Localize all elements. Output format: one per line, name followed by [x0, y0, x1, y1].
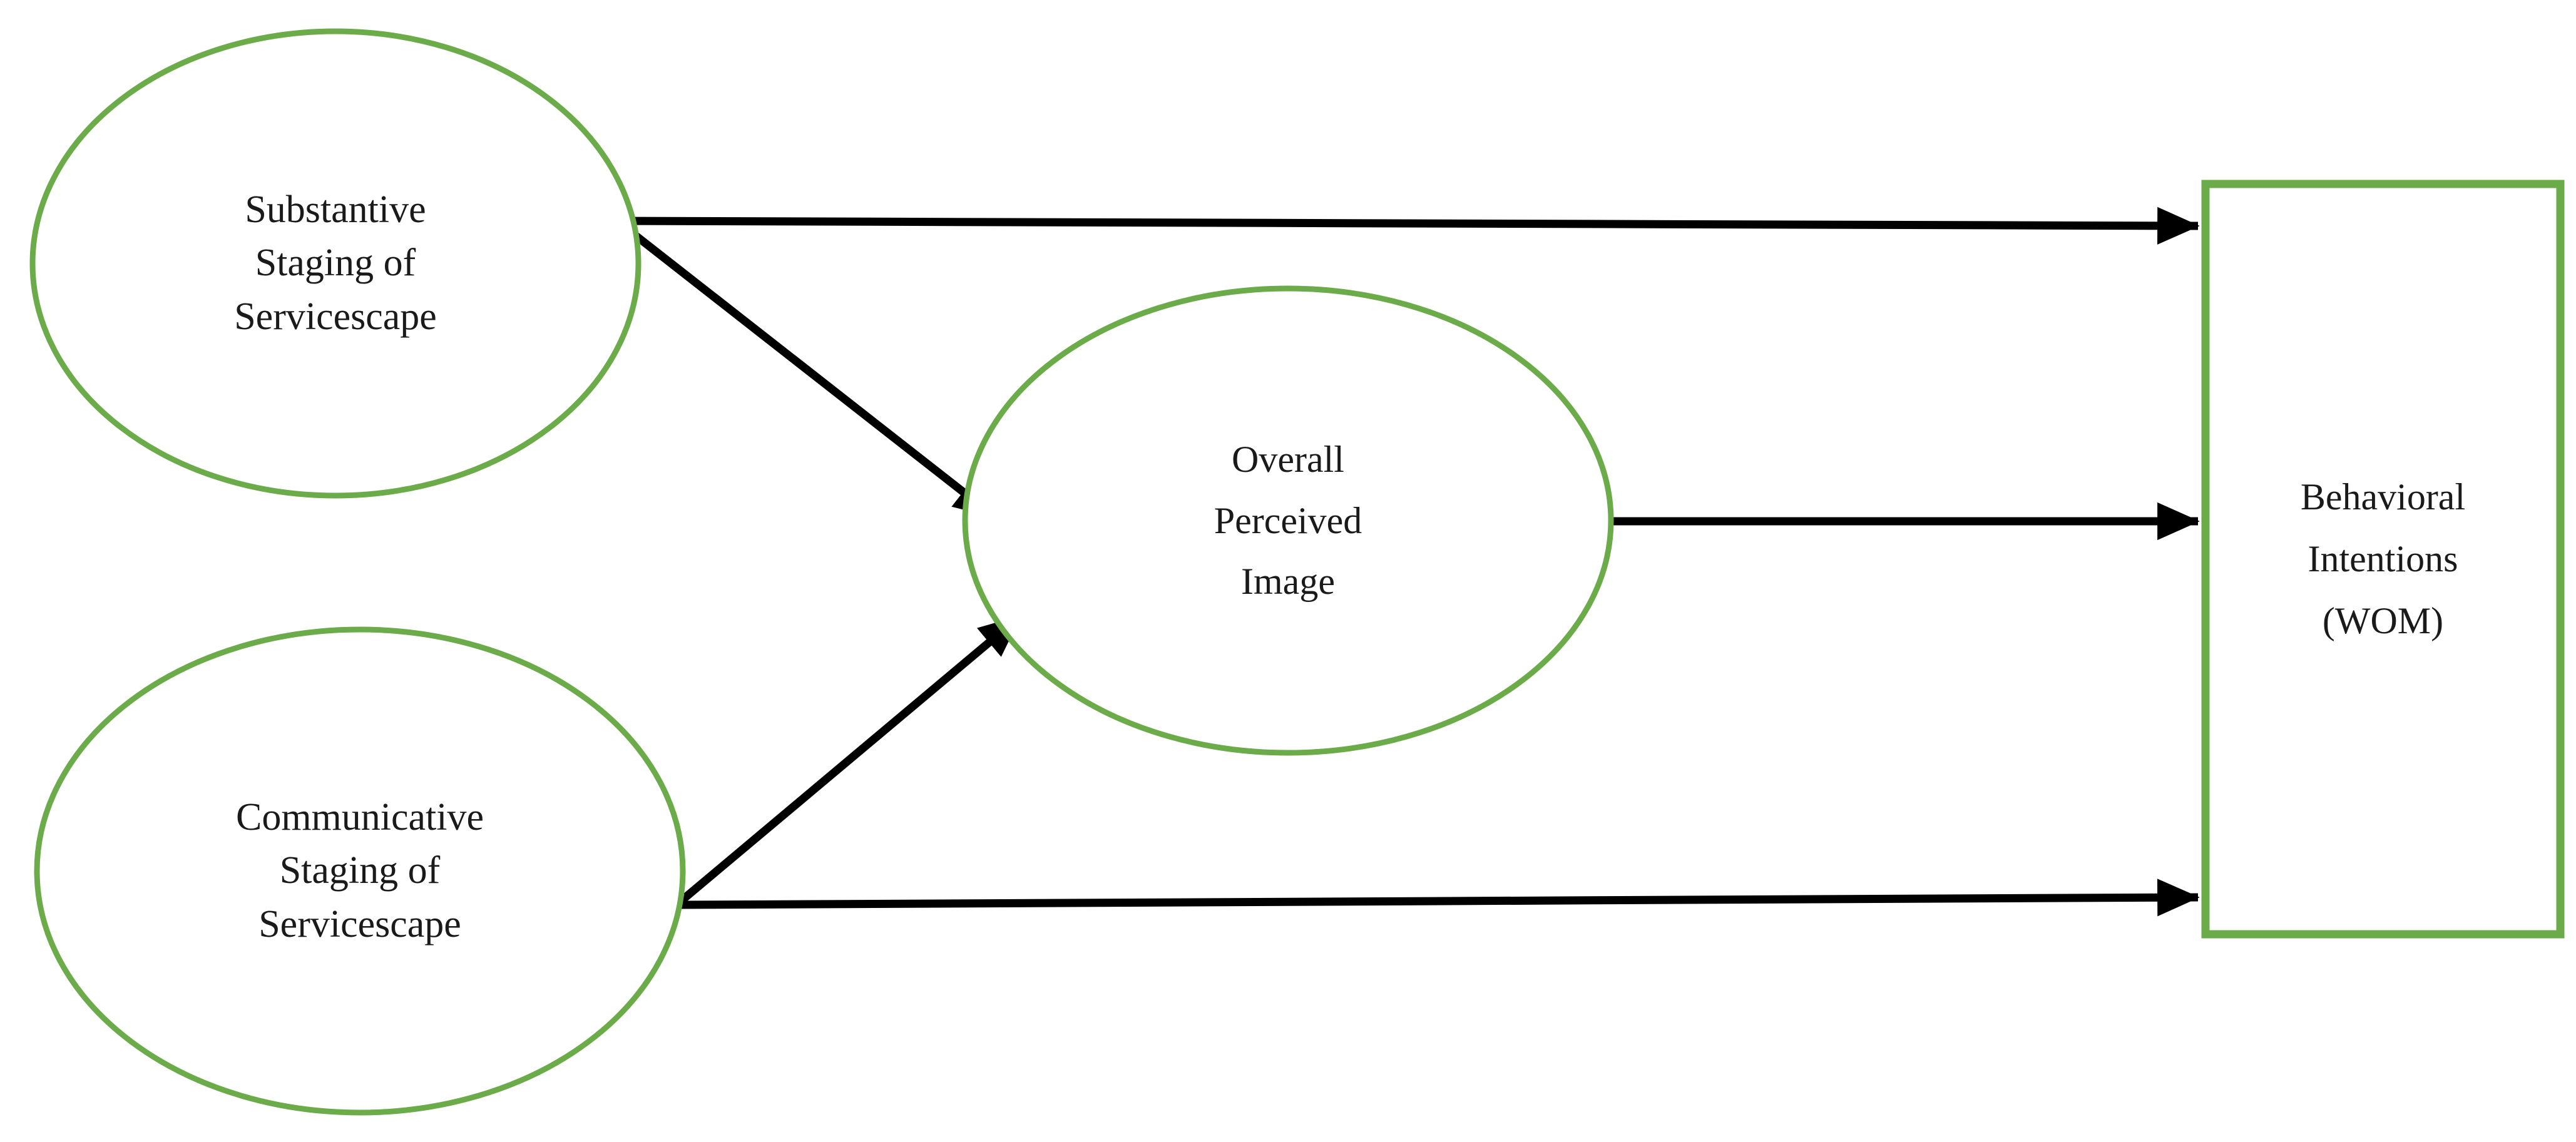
node-substantive-staging[interactable]: [29, 28, 641, 499]
edge-communicative-to-image: [678, 613, 1023, 904]
node-overall-perceived-image[interactable]: [962, 285, 1614, 756]
edge-substantive-to-behavioral: [619, 206, 2200, 245]
edge-substantive-to-image: [618, 220, 998, 521]
node-behavioral-intentions[interactable]: [2201, 180, 2565, 939]
edge-communicative-to-behavioral: [680, 879, 2200, 917]
node-communicative-staging[interactable]: [34, 626, 686, 1116]
